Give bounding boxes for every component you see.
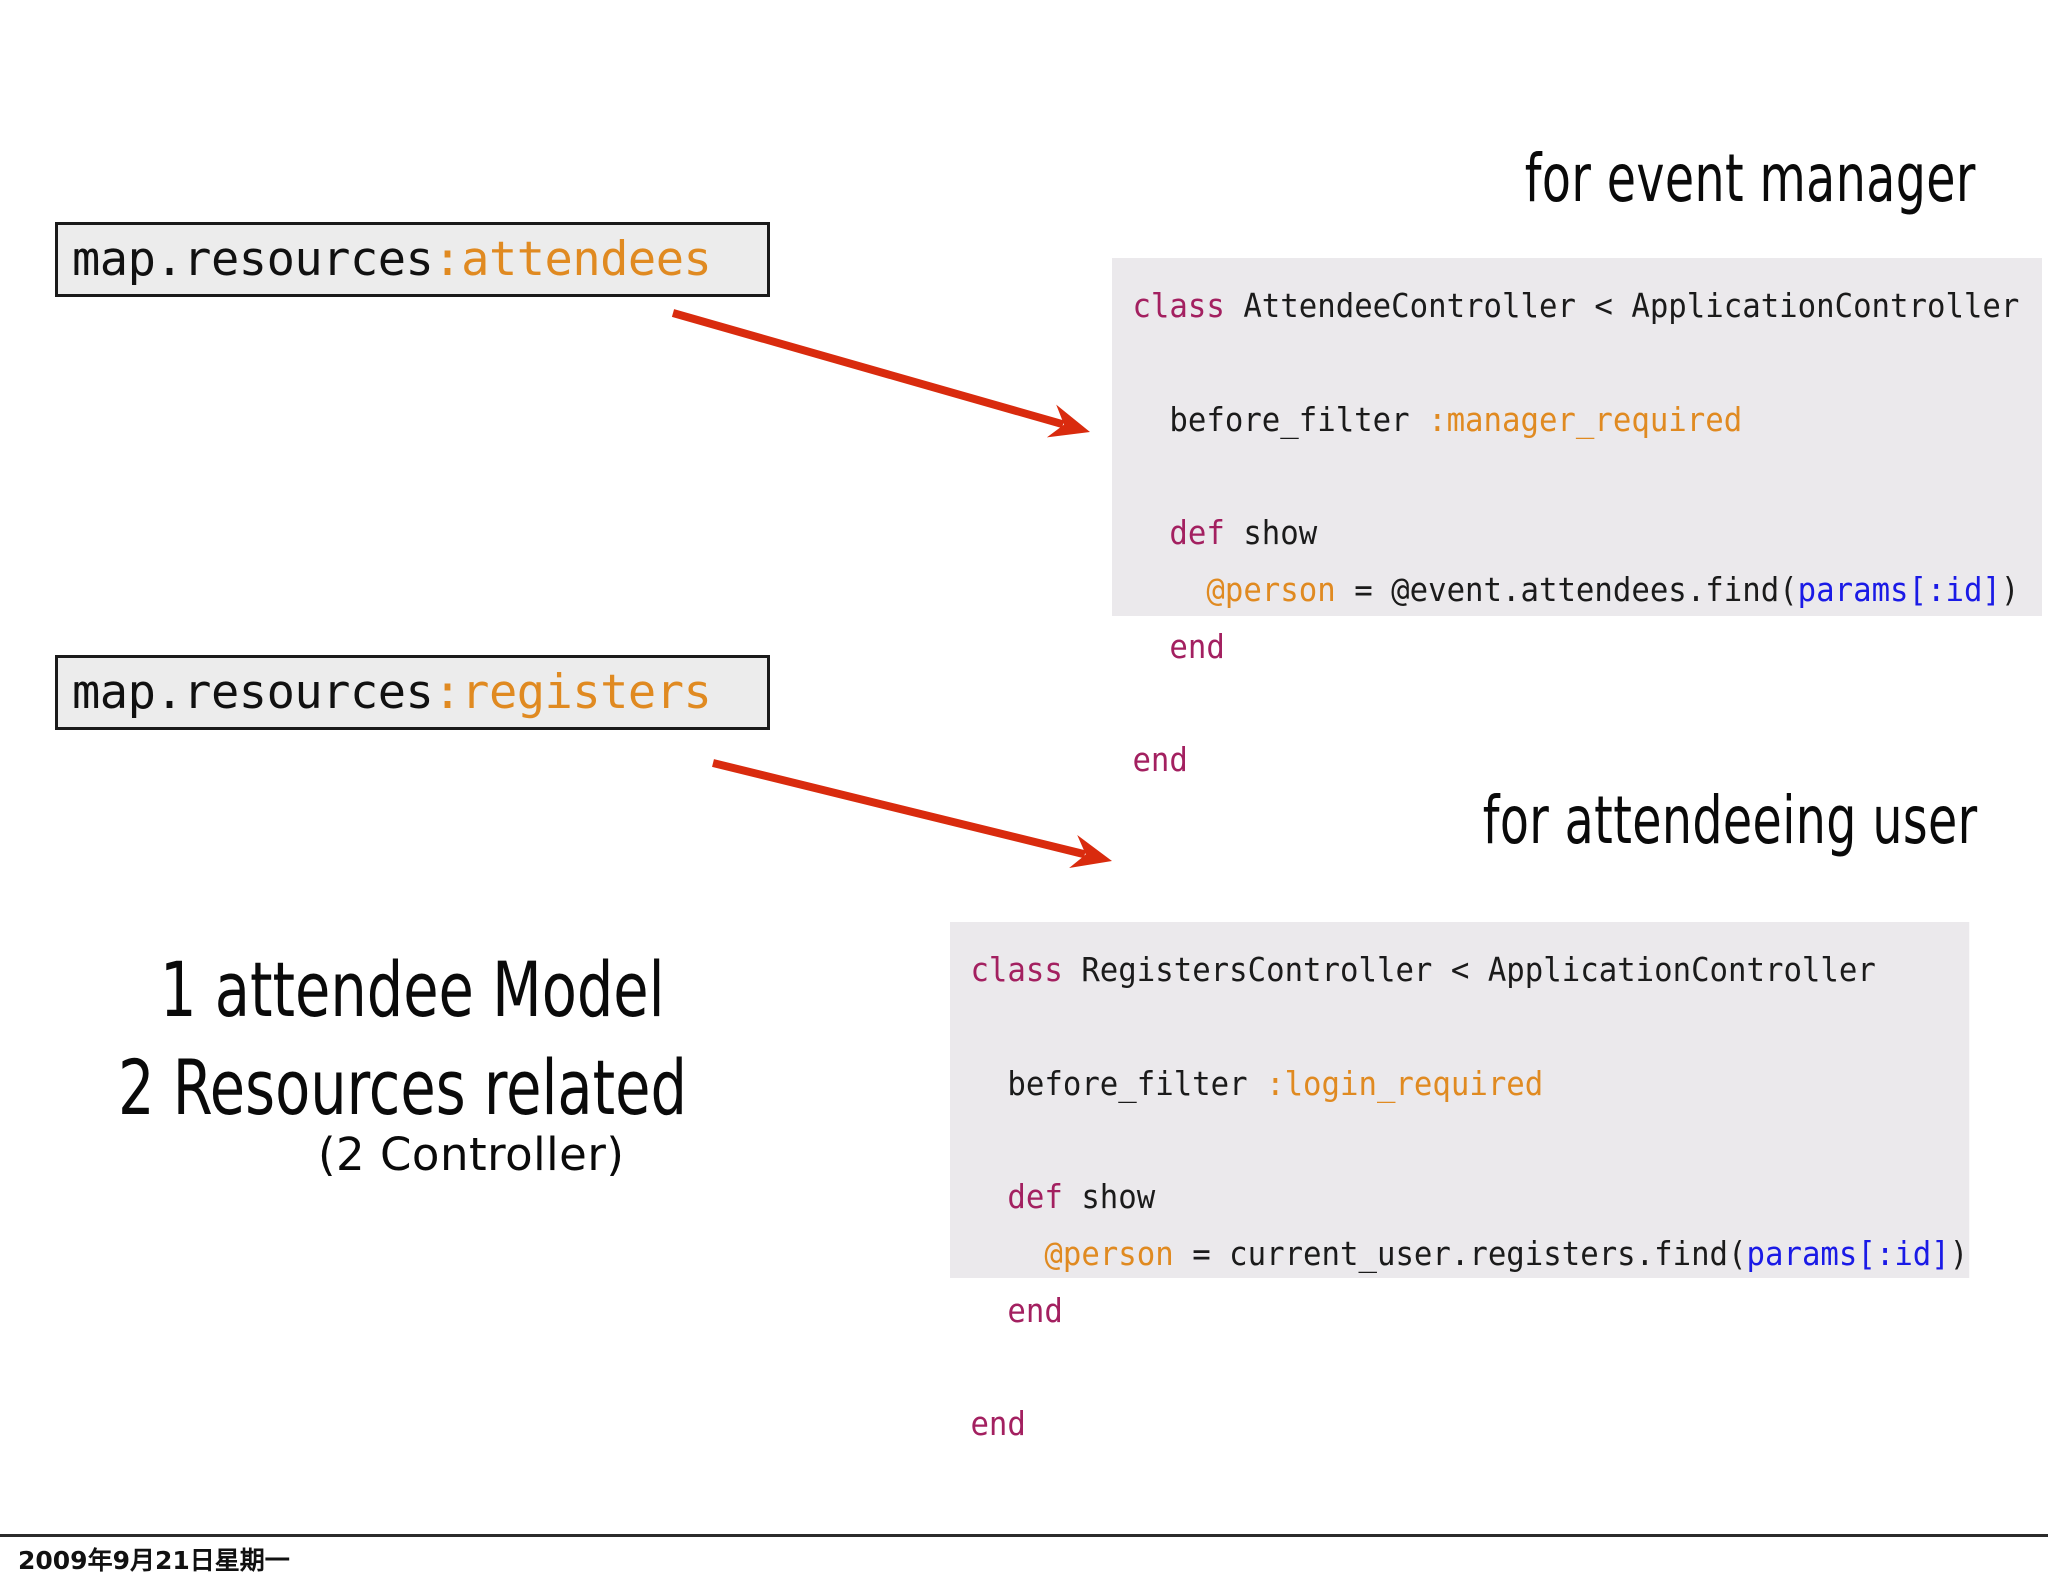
route-prefix: map.resources [72,232,434,287]
code-token: show [1243,513,1318,552]
code-token: def [970,1177,1082,1216]
code-token: def [1132,513,1244,552]
code-token: @person [1206,569,1336,609]
code-block-registers-controller: class RegistersController < ApplicationC… [950,922,1970,1443]
code-token: before_filter [1132,399,1429,439]
code-token: = current_user.registers.find( [1173,1233,1747,1273]
code-line: end [970,1283,1969,1340]
arrow-attendees-to-controller-shaft [671,309,1065,429]
code-line: def show [1132,505,2042,562]
route-symbol: :registers [433,665,712,720]
code-token: show [1081,1177,1156,1216]
heading-for-event-manager: for event manager [1524,140,1976,217]
code-token [1132,570,1206,609]
code-line: class AttendeeController < ApplicationCo… [1132,278,2042,335]
code-line [1132,675,2042,732]
code-token: :login_required [1266,1063,1544,1103]
code-line: before_filter :manager_required [1132,392,2042,449]
code-line: end [1132,732,2042,789]
code-line: @person = @event.attendees.find(params[:… [1132,562,2042,619]
arrow-registers-to-controller-head [1069,834,1112,868]
route-symbol: :attendees [433,232,712,287]
code-token: class [970,950,1082,989]
summary-resources-related: 2 Resources related [118,1043,687,1132]
code-line [1132,335,2042,392]
footer-date: 2009年9月21日星期一 [18,1546,290,1575]
heading-for-attendeeing-user: for attendeeing user [1483,782,1978,859]
code-line [1132,448,2042,505]
code-token: params[:id] [1797,569,2001,609]
footer-divider [0,1534,2048,1537]
code-line: def show [970,1169,1969,1226]
arrow-registers-to-controller-shaft [712,759,1086,859]
code-token: end [1132,740,1188,779]
code-token: class [1132,286,1244,325]
code-token: end [970,1290,1063,1330]
code-block-attendee-controller: class AttendeeController < ApplicationCo… [1112,258,2042,779]
code-line [970,1339,1969,1396]
code-line: class RegistersController < ApplicationC… [970,942,1969,999]
code-token: :manager_required [1428,399,1743,439]
code-line: end [970,1396,1969,1453]
code-line: @person = current_user.registers.find(pa… [970,1226,1969,1283]
code-token: end [970,1404,1026,1443]
code-token: end [1132,626,1225,666]
arrow-attendees-to-controller-head [1046,404,1090,438]
route-prefix: map.resources [72,665,434,720]
summary-controller-count: (2 Controller) [318,1128,625,1181]
code-token: params[:id] [1746,1233,1950,1273]
route-box-attendees: map.resources :attendees [55,222,770,297]
code-token: = @event.attendees.find( [1335,569,1798,609]
code-token: RegistersController < ApplicationControl… [1081,950,1876,989]
code-token: ) [2000,569,2020,609]
route-box-registers: map.resources :registers [55,655,770,730]
code-line [970,1112,1969,1169]
code-token: before_filter [970,1063,1267,1103]
code-token: @person [1044,1233,1174,1273]
summary-attendee-model: 1 attendee Model [160,945,665,1034]
code-token: AttendeeController < ApplicationControll… [1243,286,2020,325]
code-token [970,1234,1044,1273]
code-line: before_filter :login_required [970,1056,1969,1113]
code-line: end [1132,619,2042,676]
code-line [970,999,1969,1056]
code-token: ) [1949,1233,1969,1273]
